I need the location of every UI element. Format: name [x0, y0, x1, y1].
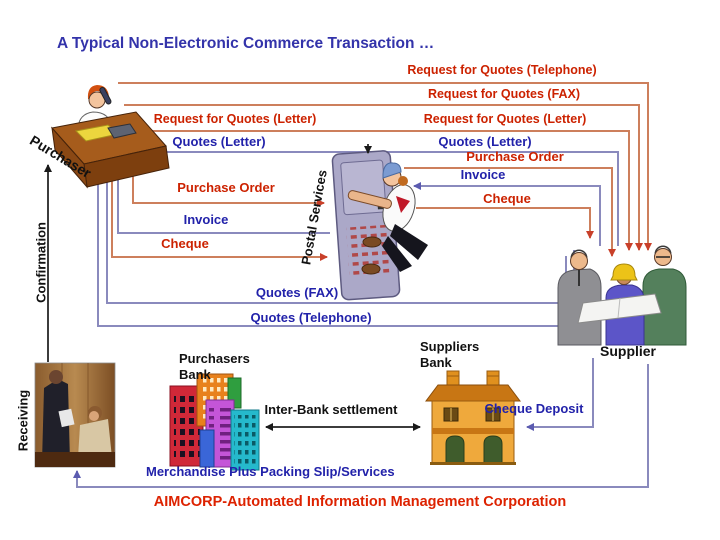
- flow-label-rfq-telephone: Request for Quotes (Telephone): [407, 63, 597, 77]
- flow-line-cheque-left: [111, 162, 328, 261]
- actor-label-purchasers-bank: Purchasers Bank: [179, 351, 250, 383]
- flow-line-invoice-left: [114, 157, 330, 234]
- flow-line-purchase-order-right: [404, 167, 616, 257]
- flow-label-cheque-left: Cheque: [161, 236, 209, 251]
- flow-label-quotes-fax: Quotes (FAX): [255, 285, 339, 300]
- flow-label-rfq-fax: Request for Quotes (FAX): [427, 87, 581, 101]
- supplier-clipart: [557, 245, 687, 346]
- flow-line-merchandise: [73, 364, 649, 488]
- flow-label-purchase-order-right: Purchase Order: [466, 149, 564, 164]
- actor-label-suppliers-bank: Suppliers Bank: [420, 339, 480, 371]
- flow-label-quotes-telephone: Quotes (Telephone): [250, 310, 372, 325]
- flow-label-invoice-left: Invoice: [183, 212, 229, 227]
- postal-box-clipart: [331, 150, 401, 301]
- flow-label-rfq-letter-right: Request for Quotes (Letter): [423, 112, 587, 126]
- flow-line-rfq-telephone: [118, 82, 652, 251]
- receiving-photo: [34, 362, 116, 468]
- flow-label-inter-bank: Inter-Bank settlement: [264, 402, 398, 417]
- actor-label-supplier: Supplier: [600, 343, 657, 359]
- slide-footer: AIMCORP-Automated Information Management…: [153, 494, 567, 510]
- postal-worker-clipart: [347, 162, 428, 275]
- flow-line-invoice-right: [413, 182, 601, 246]
- flow-label-quotes-letter-left: Quotes (Letter): [172, 134, 266, 149]
- purchaser-clipart: [51, 85, 170, 189]
- slide-title: A Typical Non-Electronic Commerce Transa…: [57, 35, 435, 52]
- flow-label-invoice-right: Invoice: [460, 167, 506, 182]
- flow-label-cheque-right: Cheque: [483, 191, 531, 206]
- flow-line-rfq-fax: [124, 104, 643, 251]
- flow-label-purchase-order-left: Purchase Order: [177, 180, 275, 195]
- flow-label-quotes-letter-right: Quotes (Letter): [438, 134, 532, 149]
- flow-label-rfq-letter-left: Request for Quotes (Letter): [153, 112, 317, 126]
- flow-label-merchandise: Merchandise Plus Packing Slip/Services: [146, 464, 395, 479]
- suppliers-bank-clipart: [425, 370, 521, 465]
- actor-label-receiving: Receiving: [15, 389, 31, 452]
- flow-line-rfq-letter: [138, 130, 633, 251]
- actor-label-confirmation: Confirmation: [33, 222, 49, 303]
- flow-line-cheque-right: [416, 207, 594, 239]
- flow-label-cheque-deposit: Cheque Deposit: [484, 401, 584, 416]
- purchasers-bank-clipart: [169, 373, 260, 471]
- flow-line-cheque-deposit: [526, 358, 594, 431]
